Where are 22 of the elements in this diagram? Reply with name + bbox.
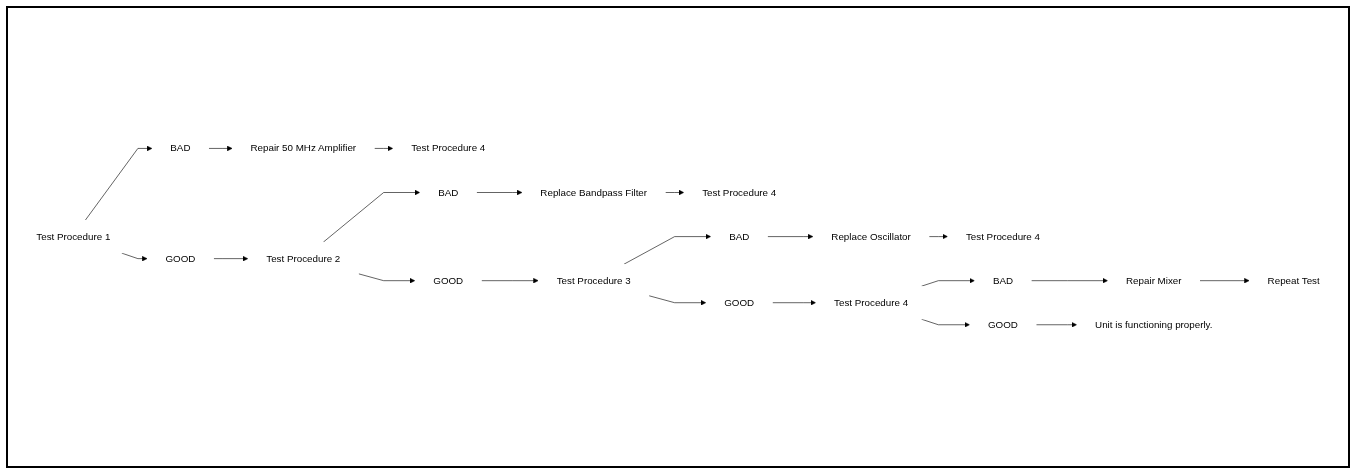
node-text: Test Procedure 2 (266, 253, 341, 264)
node-text: Unit is functioning properly. (1095, 319, 1213, 331)
node-text: Test Procedure 1 (36, 231, 111, 242)
node-text: GOOD (165, 253, 196, 264)
node-text: Test Procedure 4 (411, 143, 486, 154)
node-text: BAD (992, 275, 1014, 286)
node-text: BAD (438, 187, 459, 198)
node-text: Test Procedure 4 (702, 187, 777, 198)
node-text: Replace Bandpass Filter (540, 187, 648, 198)
node-text: BAD (170, 143, 191, 154)
node-text: GOOD (987, 319, 1018, 331)
node-text: Repeat Test (1267, 275, 1320, 286)
node-text: GOOD (724, 297, 755, 309)
node-text: Replace Oscillator (831, 231, 911, 242)
node-text: Repair Mixer (1126, 275, 1182, 286)
node-text: Test Procedure 4 (965, 231, 1040, 242)
node-text: BAD (729, 231, 750, 242)
node-text: Repair 50 MHz Amplifier (250, 143, 357, 154)
node-text: Test Procedure 4 (834, 297, 909, 309)
node-text: Test Procedure 3 (556, 275, 631, 286)
node-text: GOOD (433, 275, 464, 286)
diagram-frame: Test Procedure 1 BAD Repair 50 MHz Amplifier Test Procedure 4 GOOD Test Procedure 2 BAD Replace Bandpass Filter Test Procedure 4 GOOD Test Procedure 3 BAD Replace Oscillator Test Procedure 4 GOOD Test Procedure 4 BAD Repair Mixer Repeat Test GOOD Unit is functioning properly. (6, 6, 1350, 468)
